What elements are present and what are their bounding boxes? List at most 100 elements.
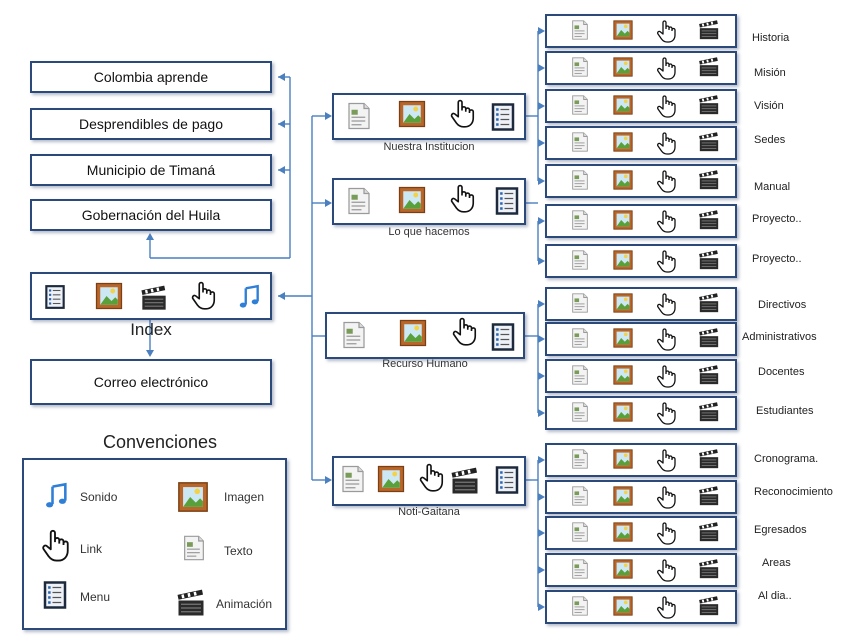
label-docentes: Docentes — [758, 366, 805, 378]
image-icon — [612, 209, 634, 231]
text-icon — [569, 209, 591, 231]
label-proyecto-2: Proyecto.. — [752, 253, 802, 265]
node-caption-recurso-humano: Recurso Humano — [382, 358, 468, 370]
image-icon — [397, 185, 427, 215]
animation-icon — [698, 56, 720, 78]
image-icon — [612, 448, 634, 470]
text-icon — [569, 19, 591, 41]
arrow-head — [538, 64, 545, 72]
image-icon — [612, 364, 634, 386]
index-label: Index — [130, 320, 172, 339]
image-icon — [612, 169, 634, 191]
link-icon — [654, 169, 678, 193]
text-icon — [569, 169, 591, 191]
text-icon — [569, 249, 591, 271]
link-icon — [654, 558, 678, 582]
link-icon — [447, 98, 477, 128]
label-manual: Manual — [754, 181, 791, 193]
link-icon — [654, 401, 678, 425]
link-icon — [188, 280, 218, 310]
box-municipio-de-timana: Municipio de Timaná — [30, 154, 272, 186]
text-icon — [569, 485, 591, 507]
text-icon — [569, 131, 591, 153]
legend-label-texto: Texto — [224, 544, 253, 558]
text-icon — [344, 186, 374, 216]
conventions-title: Convenciones — [102, 432, 218, 452]
animation-icon — [698, 249, 720, 271]
arrow-head — [325, 476, 332, 484]
text-icon — [180, 534, 208, 562]
arrow-head — [538, 493, 545, 501]
text-icon — [569, 56, 591, 78]
text-icon — [569, 327, 591, 349]
arrow-head — [538, 372, 545, 380]
link-icon — [449, 316, 479, 346]
label-egresados: Egresados — [754, 524, 807, 536]
label-directivos: Directivos — [758, 299, 807, 311]
arrow-head — [538, 603, 545, 611]
arrow-head — [538, 566, 545, 574]
arrow-head — [278, 292, 285, 300]
image-icon — [612, 292, 634, 314]
node-caption-noti-gaitana: Noti-Gaitana — [398, 506, 460, 518]
label-reconocimiento: Reconocimiento — [754, 486, 833, 498]
arrow-head — [538, 300, 545, 308]
text-icon — [569, 94, 591, 116]
text-icon — [569, 401, 591, 423]
menu-icon — [42, 284, 68, 310]
legend-label-sonido: Sonido — [80, 490, 118, 504]
node-caption-lo-que-hacemos: Lo que hacemos — [388, 226, 470, 238]
animation-icon — [698, 364, 720, 386]
text-icon — [339, 320, 369, 350]
label-areas: Areas — [762, 557, 791, 569]
menu-icon — [488, 322, 518, 352]
label-historia: Historia — [752, 32, 790, 44]
animation-icon — [698, 558, 720, 580]
label-proyecto-1: Proyecto.. — [752, 213, 802, 225]
label-estudiantes: Estudiantes — [756, 405, 814, 417]
text-icon — [569, 292, 591, 314]
legend-label-imagen: Imagen — [224, 490, 265, 504]
arrow-head — [538, 456, 545, 464]
link-icon — [654, 56, 678, 80]
image-icon — [397, 99, 427, 129]
arrow-head — [278, 166, 285, 174]
arrow-head — [325, 199, 332, 207]
arrow-head — [538, 409, 545, 417]
arrow-head — [538, 27, 545, 35]
label-administrativos: Administrativos — [742, 331, 817, 343]
arrow-head — [538, 177, 545, 185]
image-icon — [612, 327, 634, 349]
box-colombia-aprende: Colombia aprende — [30, 61, 272, 93]
image-icon — [612, 595, 634, 617]
animation-icon — [698, 131, 720, 153]
link-icon — [654, 131, 678, 155]
menu-icon — [492, 186, 522, 216]
node-caption-nuestra-institucion: Nuestra Institucion — [383, 141, 475, 153]
sound-icon — [236, 284, 262, 310]
arrow-head — [278, 120, 285, 128]
text-icon — [569, 558, 591, 580]
arrow-head — [538, 257, 545, 265]
animation-icon — [698, 209, 720, 231]
image-icon — [612, 131, 634, 153]
animation-icon — [698, 448, 720, 470]
link-icon — [447, 183, 477, 213]
arrow-head — [146, 233, 154, 240]
menu-icon — [492, 465, 522, 495]
animation-icon — [176, 588, 206, 618]
arrow-head — [538, 102, 545, 110]
box-correo-electronico: Correo electrónico — [30, 359, 272, 405]
text-icon — [569, 448, 591, 470]
image-icon — [612, 56, 634, 78]
image-icon — [612, 558, 634, 580]
animation-icon — [698, 292, 720, 314]
link-icon — [654, 521, 678, 545]
image-icon — [612, 521, 634, 543]
link-icon — [38, 528, 72, 562]
animation-icon — [698, 94, 720, 116]
sound-icon — [42, 482, 70, 510]
menu-icon — [488, 102, 518, 132]
